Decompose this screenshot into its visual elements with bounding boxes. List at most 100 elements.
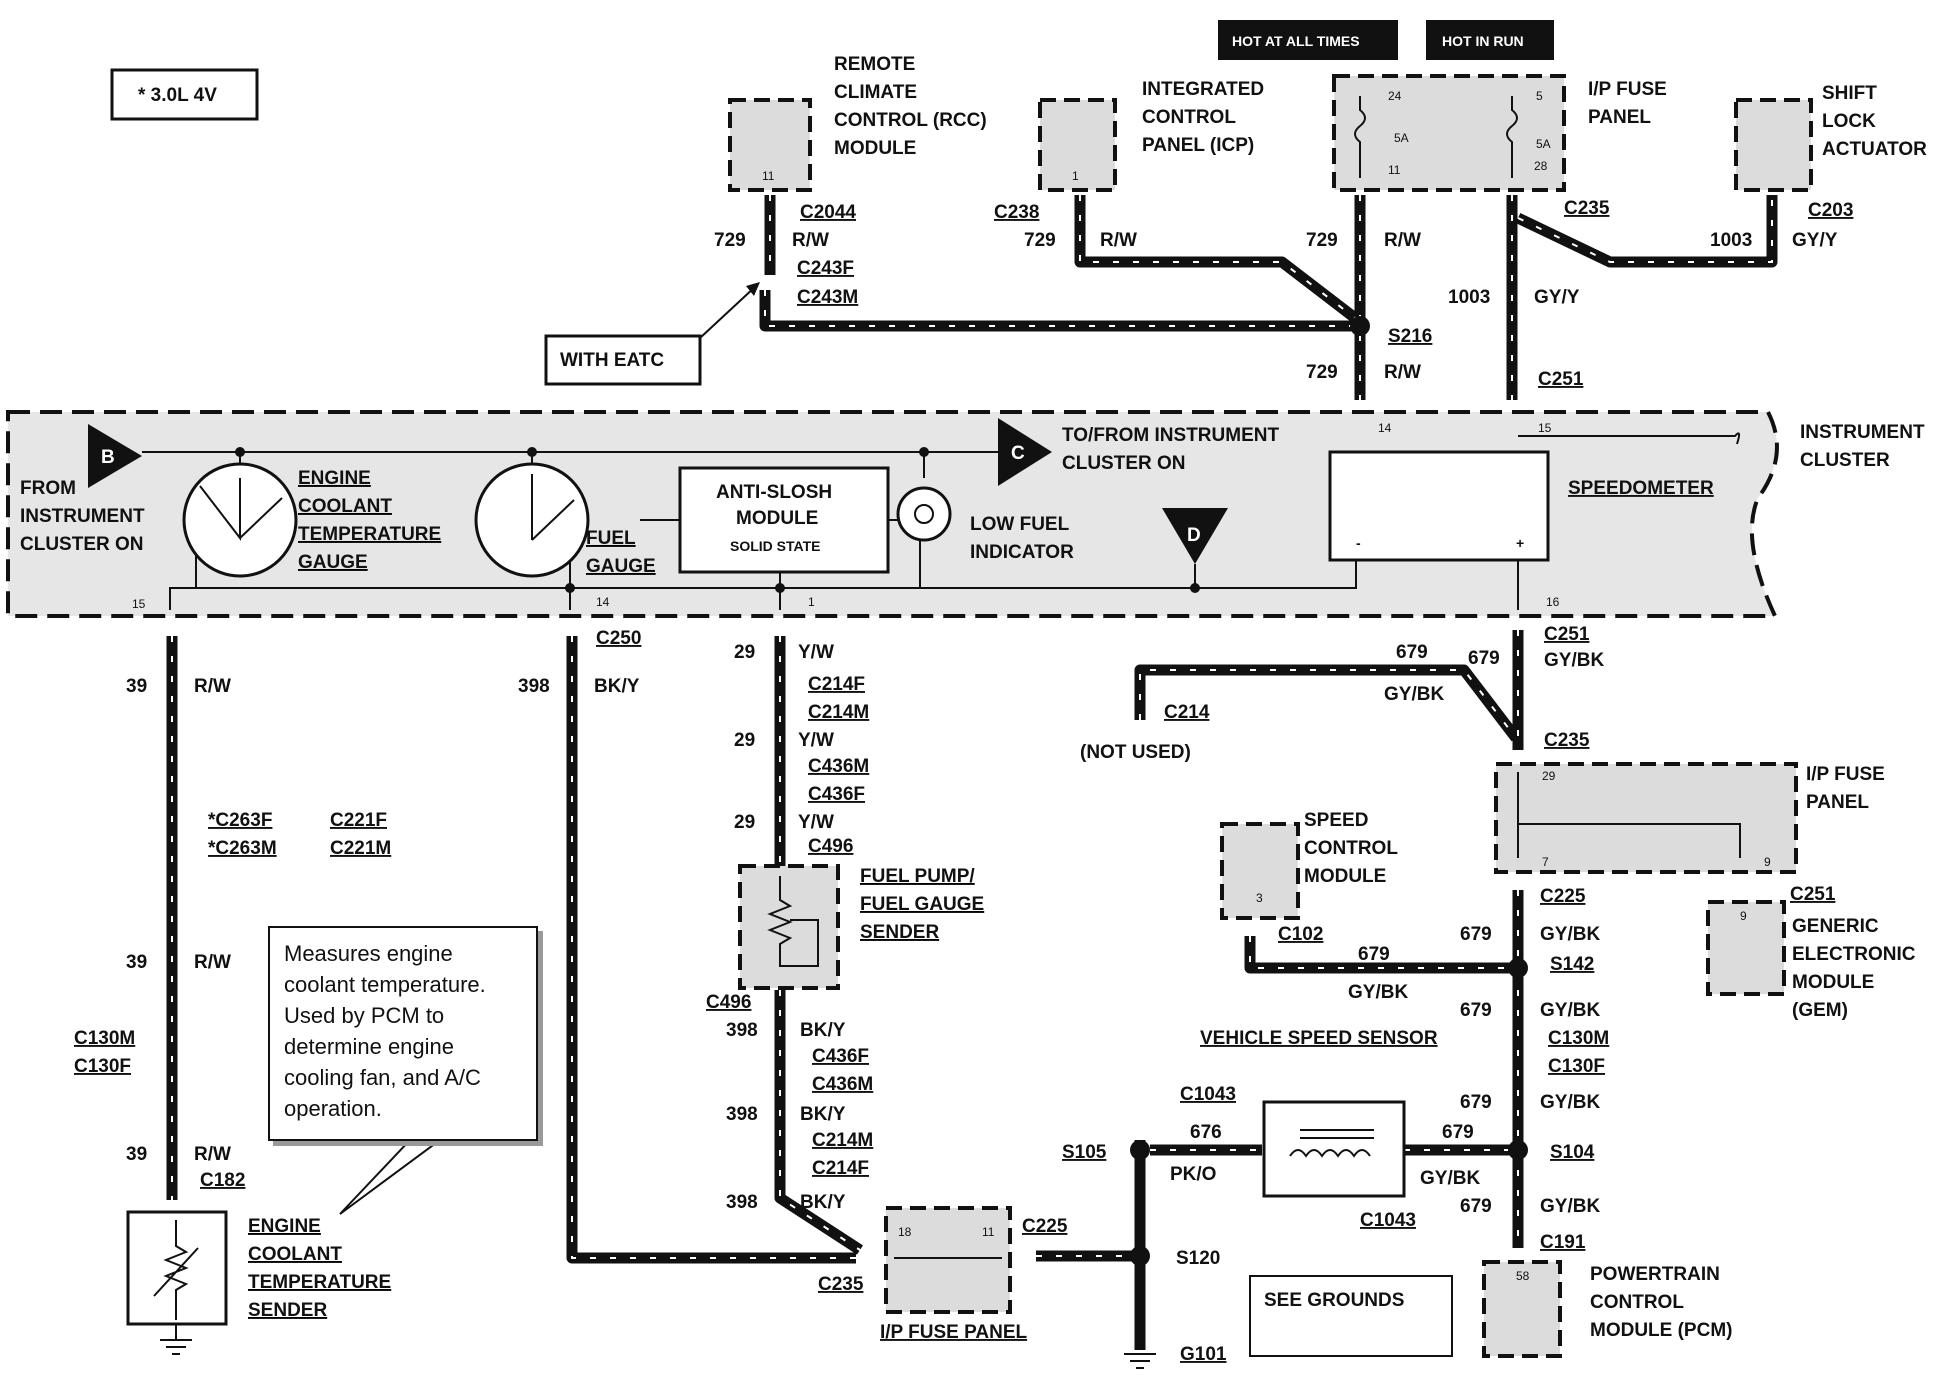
wire-gybk-h: GY/BK — [1540, 1196, 1600, 1217]
svg-text:ENGINE: ENGINE — [248, 1216, 321, 1237]
svg-text:COOLANT: COOLANT — [298, 496, 392, 517]
speed-control-label: SPEED CONTROL MODULE — [1304, 810, 1398, 887]
not-used-label: (NOT USED) — [1080, 742, 1191, 763]
gem-pin-9: 9 — [1740, 909, 1747, 923]
svg-text:GENERIC: GENERIC — [1792, 916, 1879, 937]
svg-text:TO/FROM INSTRUMENT: TO/FROM INSTRUMENT — [1062, 425, 1279, 446]
conn-c214m-b: C214M — [812, 1130, 873, 1151]
wire-yw-a: Y/W — [798, 642, 834, 663]
ect-callout-note: Measures engine coolant temperature. Use… — [268, 926, 538, 1141]
conn-c221f: C221F — [330, 810, 387, 831]
ect-gauge-needle — [199, 478, 283, 541]
svg-text:CONTROL: CONTROL — [1142, 107, 1236, 128]
wire-bky-d: BK/Y — [800, 1192, 846, 1213]
junction-3 — [919, 447, 929, 457]
conn-c214: C214 — [1164, 702, 1210, 723]
conn-c182: C182 — [200, 1170, 245, 1191]
conn-c243f: C243F — [797, 258, 854, 279]
wire-1003-a: 1003 — [1710, 230, 1752, 251]
cluster-pin-ect: 15 — [132, 597, 146, 611]
splice-s120-label: S120 — [1176, 1248, 1220, 1269]
svg-text:I/P FUSE: I/P FUSE — [1588, 79, 1667, 100]
rcc-pin: 11 — [762, 169, 775, 183]
svg-text:TEMPERATURE: TEMPERATURE — [248, 1272, 391, 1293]
pcm-module — [1482, 1260, 1562, 1358]
low-fuel-filament — [914, 504, 934, 524]
svg-text:CONTROL: CONTROL — [1304, 838, 1398, 859]
fuel-pump-resistor — [767, 876, 819, 967]
with-eatc-arrow — [699, 285, 757, 339]
wire-679-b: 679 — [1468, 648, 1500, 669]
vss-coil — [1289, 1129, 1374, 1158]
from-cluster-label: FROM INSTRUMENT CLUSTER ON — [20, 478, 145, 555]
wire-679-g: 679 — [1442, 1122, 1474, 1143]
conn-c102: C102 — [1278, 924, 1323, 945]
conn-c263f: *C263F — [208, 810, 272, 831]
wire-1003-b: 1003 — [1448, 287, 1490, 308]
wire-676: 676 — [1190, 1122, 1222, 1143]
wire-bky-b: BK/Y — [800, 1020, 846, 1041]
fuse-element-2 — [1506, 96, 1518, 178]
wire-29-c: 29 — [734, 812, 755, 833]
svg-text:MODULE: MODULE — [736, 508, 818, 529]
svg-text:SPEED: SPEED — [1304, 810, 1368, 831]
conn-c238: C238 — [994, 202, 1039, 223]
speedometer-box — [1328, 450, 1550, 562]
conn-c250: C250 — [596, 628, 641, 649]
shift-lock-label: SHIFT LOCK ACTUATOR — [1822, 83, 1927, 160]
cluster-pin-16: 16 — [1546, 595, 1560, 609]
wire-679-a: 679 — [1396, 642, 1428, 663]
svg-text:FUEL PUMP/: FUEL PUMP/ — [860, 866, 975, 887]
conn-c130f-b: C130F — [1548, 1056, 1605, 1077]
svg-text:PANEL: PANEL — [1806, 792, 1869, 813]
svg-text:MODULE (PCM): MODULE (PCM) — [1590, 1320, 1732, 1341]
ip-fuse-panel-mid — [1494, 762, 1798, 874]
top-wires — [759, 195, 1778, 400]
splice-s142-label: S142 — [1550, 954, 1594, 975]
ground-symbol-ect — [160, 1325, 192, 1355]
fuse-mid-pin-7: 7 — [1542, 855, 1549, 869]
fuse-pin-5: 5 — [1536, 89, 1543, 103]
conn-c235-c: C235 — [818, 1274, 864, 1295]
wire-679-c: 679 — [1460, 924, 1492, 945]
svg-text:FUEL GAUGE: FUEL GAUGE — [860, 894, 984, 915]
fuel-gauge-needle — [531, 474, 575, 541]
connector-d-letter: D — [1187, 525, 1201, 546]
wire-gyy-b: GY/Y — [1534, 287, 1580, 308]
instrument-cluster-label: INSTRUMENT CLUSTER — [1800, 422, 1925, 471]
ect-sender-label: ENGINE COOLANT TEMPERATURE SENDER — [248, 1216, 391, 1321]
wire-729-c: 729 — [1306, 230, 1338, 251]
wire-gybk-c: GY/BK — [1540, 924, 1600, 945]
svg-text:CLUSTER ON: CLUSTER ON — [1062, 453, 1186, 474]
wire-rw-f: R/W — [194, 952, 231, 973]
svg-text:CONTROL: CONTROL — [1590, 1292, 1684, 1313]
svg-text:INDICATOR: INDICATOR — [970, 542, 1074, 563]
vehicle-speed-sensor — [1262, 1100, 1406, 1198]
pcm-pin-58: 58 — [1516, 1269, 1530, 1283]
conn-c436f-b: C436F — [812, 1046, 869, 1067]
variant-note: * 3.0L 4V — [138, 85, 217, 106]
conn-c496-b: C496 — [706, 992, 751, 1013]
conn-c243m: C243M — [797, 287, 858, 308]
wire-729-b: 729 — [1024, 230, 1056, 251]
conn-c214f-b: C214F — [812, 1158, 869, 1179]
conn-c191: C191 — [1540, 1232, 1586, 1253]
junction-5 — [775, 583, 785, 593]
wire-679-h: 679 — [1460, 1196, 1492, 1217]
splice-s105 — [1130, 1140, 1150, 1160]
junction-1 — [235, 447, 245, 457]
icp-module — [1038, 98, 1117, 192]
wire-398-d: 398 — [726, 1192, 758, 1213]
conn-c203: C203 — [1808, 200, 1853, 221]
svg-text:FROM: FROM — [20, 478, 76, 499]
svg-text:ENGINE: ENGINE — [298, 468, 371, 489]
junction-6 — [1190, 583, 1200, 593]
junction-2 — [527, 447, 537, 457]
conn-c496-a: C496 — [808, 836, 853, 857]
icp-pin: 1 — [1072, 169, 1079, 183]
svg-text:GAUGE: GAUGE — [586, 556, 656, 577]
wire-398-b: 398 — [726, 1020, 758, 1041]
fuse-element-1 — [1354, 96, 1366, 178]
conn-c235-b: C235 — [1544, 730, 1590, 751]
